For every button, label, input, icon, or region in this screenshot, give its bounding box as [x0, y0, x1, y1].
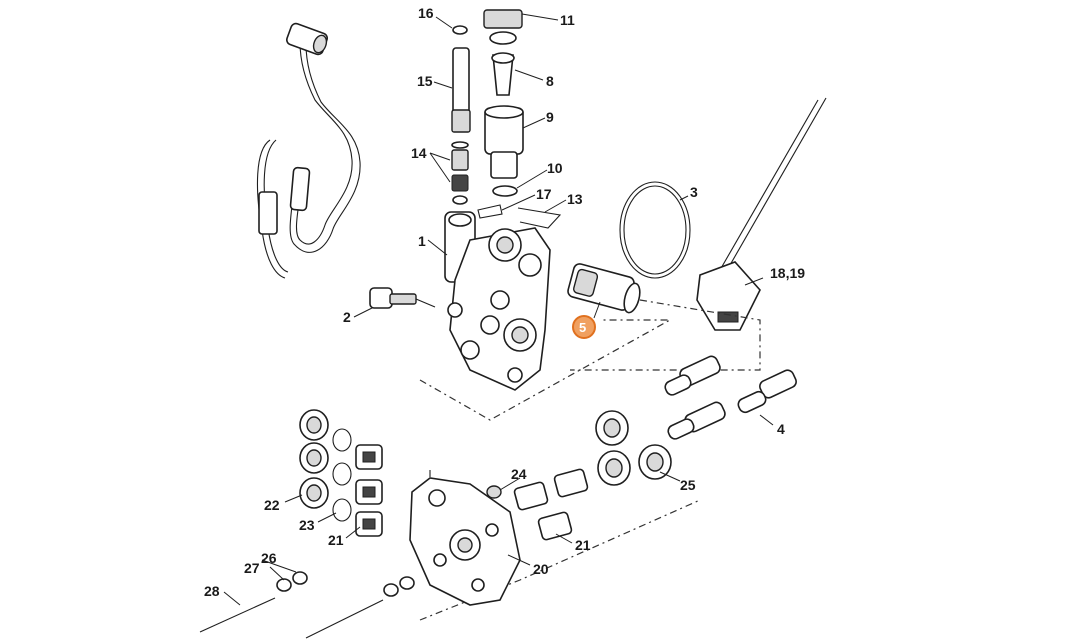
label-18-19[interactable]: 18,19: [770, 265, 805, 281]
label-26[interactable]: 26: [261, 550, 277, 566]
part-20-block: [409, 477, 521, 606]
part-25-seals: [595, 410, 672, 486]
part-26-27-28-bolts: [199, 571, 415, 639]
label-17[interactable]: 17: [536, 186, 552, 202]
pump-head: [444, 211, 551, 391]
valve-stack: [451, 9, 562, 229]
part-5-cartridge: [567, 263, 641, 314]
label-5: 5: [579, 320, 586, 335]
label-27[interactable]: 27: [244, 560, 260, 576]
part-22-23-seals: [299, 409, 352, 522]
leader-lines: [223, 13, 774, 606]
hose-assembly: [256, 22, 361, 279]
label-11[interactable]: 11: [560, 12, 575, 28]
part-4-plungers: [664, 355, 797, 440]
label-24[interactable]: 24: [511, 466, 527, 482]
label-15[interactable]: 15: [417, 73, 433, 89]
label-23[interactable]: 23: [299, 517, 315, 533]
label-20[interactable]: 20: [533, 561, 549, 577]
part-18-19-sensor: [696, 97, 827, 331]
part-3-o-ring: [619, 181, 691, 279]
label-21-left[interactable]: 21: [328, 532, 344, 548]
highlighted-part-5[interactable]: 5: [572, 301, 601, 339]
label-14[interactable]: 14: [411, 145, 427, 161]
label-25[interactable]: 25: [680, 477, 696, 493]
label-21-right[interactable]: 21: [575, 537, 591, 553]
label-4[interactable]: 4: [777, 421, 785, 437]
label-13[interactable]: 13: [567, 191, 583, 207]
label-10[interactable]: 10: [547, 160, 563, 176]
label-1[interactable]: 1: [418, 233, 426, 249]
part-21-valves-right: [486, 468, 589, 541]
part-2-valve: [369, 287, 436, 309]
label-28[interactable]: 28: [204, 583, 220, 599]
label-16[interactable]: 16: [418, 5, 434, 21]
part-21-valves-left: [355, 444, 383, 537]
label-3[interactable]: 3: [690, 184, 698, 200]
label-9[interactable]: 9: [546, 109, 554, 125]
label-8[interactable]: 8: [546, 73, 554, 89]
label-2[interactable]: 2: [343, 309, 351, 325]
label-22[interactable]: 22: [264, 497, 280, 513]
